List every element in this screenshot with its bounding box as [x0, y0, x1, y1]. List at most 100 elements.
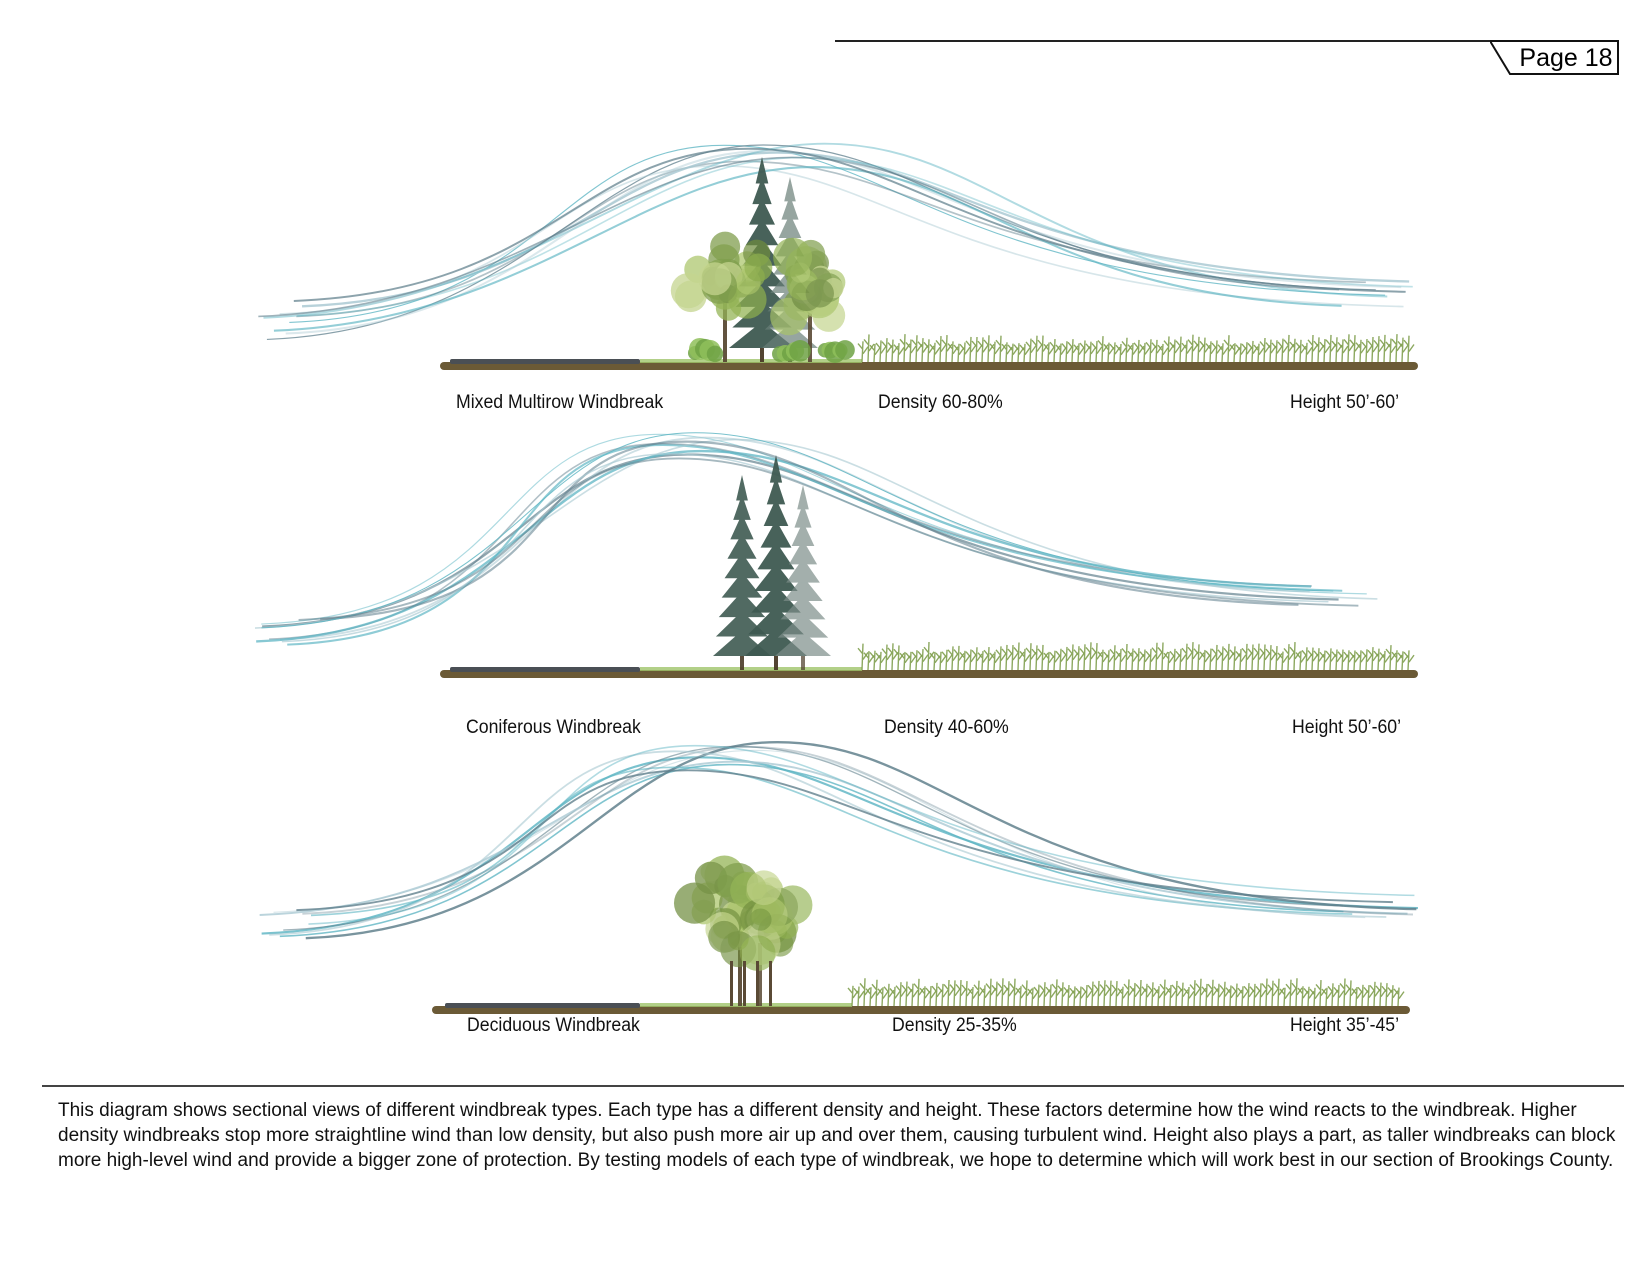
windbreak-type-label: Coniferous Windbreak	[466, 717, 641, 738]
windbreak-type-label: Deciduous Windbreak	[467, 1015, 640, 1036]
crop-stalk	[1309, 987, 1321, 1007]
crop-stalk	[857, 341, 869, 363]
crop-stalk	[1271, 646, 1283, 671]
crop-stalk	[959, 342, 971, 363]
crop-stalk	[1163, 336, 1175, 363]
crop-stalk	[1225, 985, 1237, 1007]
crop-stalk	[1087, 981, 1099, 1007]
wind-line	[261, 432, 1334, 629]
crop-stalk	[919, 986, 931, 1007]
crop-stalk	[1255, 983, 1267, 1007]
crop-stalk	[1061, 646, 1073, 671]
crop-stalk	[1267, 980, 1279, 1007]
crop-stalk	[1331, 649, 1343, 671]
crop-stalk	[875, 340, 887, 363]
crop-stalk	[1103, 650, 1115, 671]
tree-trunk	[723, 301, 727, 362]
crop-stalk	[877, 987, 889, 1007]
wind-line	[263, 142, 1388, 319]
leaf-cluster	[744, 253, 773, 282]
crop-stalk	[1049, 339, 1061, 363]
tree-trunk	[760, 344, 764, 362]
conifer-layer	[757, 541, 795, 570]
crop-stalk	[1027, 987, 1039, 1007]
crop-stalk	[1081, 984, 1093, 1007]
crop-stalk	[971, 647, 983, 671]
crop-stalk	[1361, 649, 1373, 671]
crop-stalk	[1099, 980, 1111, 1007]
crop-stalk	[1339, 978, 1351, 1007]
crop-stalk	[935, 336, 947, 363]
conifer-tree-icon	[745, 455, 807, 670]
conifer-tree-icon	[775, 485, 831, 670]
wind-line	[261, 433, 1367, 625]
crop-stalk	[1051, 979, 1063, 1007]
crop-stalk	[1073, 343, 1085, 363]
wind-lines	[258, 142, 1413, 341]
crop-stalk	[979, 985, 991, 1007]
crop-stalk	[1109, 342, 1121, 363]
crop-stalk	[971, 336, 983, 363]
crop-stalk	[869, 650, 881, 671]
crop-stalk	[1303, 986, 1315, 1007]
crop-stalk	[1249, 983, 1261, 1007]
crop-stalk	[1049, 650, 1061, 671]
density-label: Density 40-60%	[884, 717, 1009, 738]
crop-stalk	[1199, 337, 1211, 363]
crop-stalk	[1337, 339, 1349, 363]
crop-stalk	[1385, 338, 1397, 363]
crop-stalk	[1097, 649, 1109, 671]
crop-stalk	[1277, 338, 1289, 363]
crop-stalk	[1183, 986, 1195, 1007]
crop-stalk	[1013, 343, 1025, 363]
leaf-cluster	[805, 279, 834, 308]
crop-stalk	[1333, 985, 1345, 1007]
crop-stalk	[1139, 342, 1151, 363]
crop-stalk	[1397, 651, 1409, 671]
conifer-layer	[780, 595, 826, 620]
crop-stalk	[1193, 644, 1205, 671]
crop-stalk	[1205, 341, 1217, 363]
wind-line	[296, 769, 1393, 912]
tree-trunk	[730, 961, 733, 1006]
tree-trunk	[756, 961, 759, 1006]
crop-stalk	[949, 980, 961, 1007]
windbreak-type-label: Mixed Multirow Windbreak	[456, 392, 664, 413]
ground-strip	[432, 1006, 1410, 1014]
crop-stalk	[881, 644, 893, 671]
crop-stalk	[1223, 335, 1235, 363]
crop-stalk	[961, 981, 973, 1007]
crop-stalk	[1093, 980, 1105, 1007]
crop-stalk	[1283, 644, 1295, 671]
crop-stalk	[863, 651, 875, 671]
tree-trunk	[740, 652, 744, 670]
crop-stalk	[1147, 982, 1159, 1007]
mixed-section-illustration	[258, 142, 1418, 370]
crop-stalk	[907, 983, 919, 1007]
tree-trunk	[801, 652, 805, 670]
crop-stalk	[1253, 343, 1265, 363]
tree-trunk	[738, 934, 742, 1006]
crop-stalk	[1363, 985, 1375, 1007]
crop-stalk	[929, 342, 941, 363]
crop-stalk	[1375, 982, 1387, 1007]
crop-stalk	[1111, 981, 1123, 1007]
crop-stalk	[1069, 986, 1081, 1007]
tree-trunk	[774, 652, 778, 670]
crop-stalk	[1349, 650, 1361, 671]
crop-stalk	[893, 343, 905, 363]
crop-stalk	[1025, 643, 1037, 671]
crop-stalk	[923, 339, 935, 363]
diagram-caption: This diagram shows sectional views of di…	[58, 1100, 1616, 1171]
crop-stalk	[973, 980, 985, 1007]
wind-line	[293, 147, 1406, 302]
crop-stalk	[853, 986, 865, 1007]
crop-stalk	[1003, 981, 1015, 1007]
crop-stalk	[913, 978, 925, 1007]
conifer-layer	[781, 195, 799, 220]
crop-stalk	[847, 985, 859, 1007]
crop-stalk	[1241, 643, 1253, 671]
crop-stalk	[1127, 343, 1139, 363]
crop-stalk	[953, 645, 965, 671]
crop-stalk	[1103, 342, 1115, 363]
